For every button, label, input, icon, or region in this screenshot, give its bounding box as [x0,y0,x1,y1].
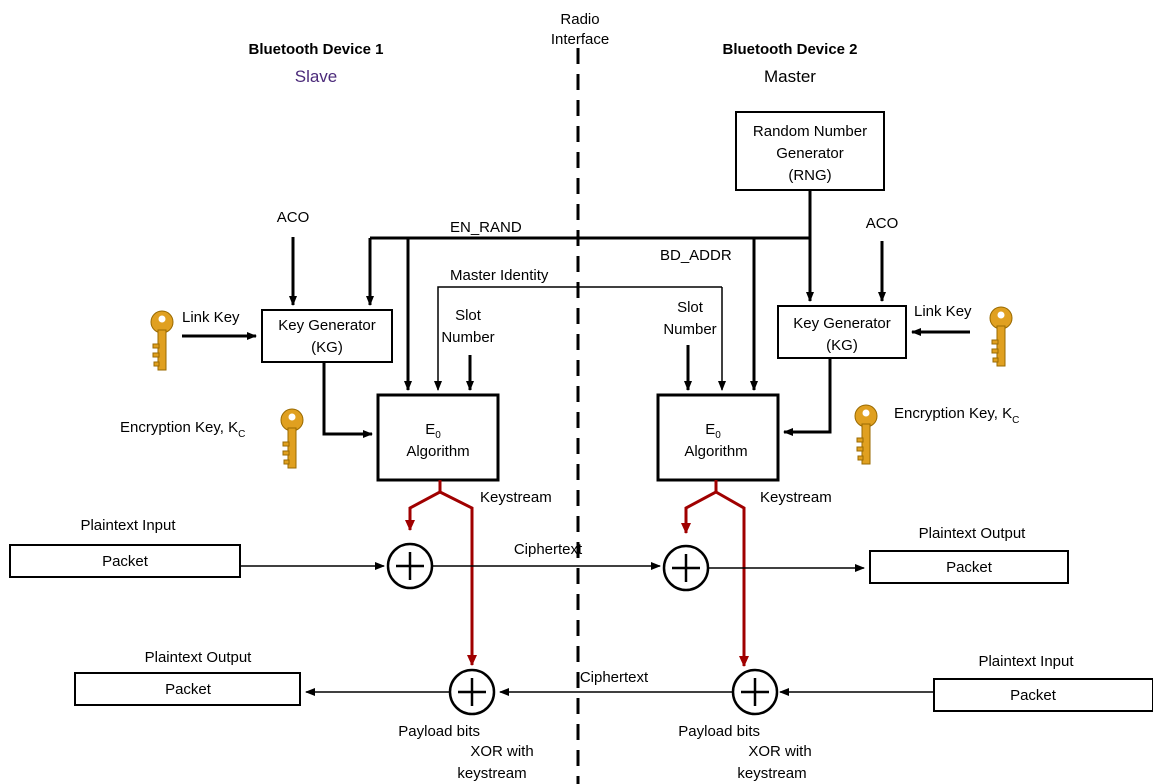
key-generator-1-label-2: (KG) [311,339,343,356]
key-generator-2-label-2: (KG) [826,337,858,354]
packet-box-1-in [9,544,241,578]
bd-addr-label: BD_ADDR [660,247,732,264]
device2-title: Bluetooth Device 2 [722,41,857,58]
payload-note-2b: XOR with [748,743,811,760]
key-generator-1-label: Key Generator [278,317,376,334]
encryption-key-label-2: Encryption Key, KC [894,405,1019,426]
slot-number-label-1: Slot [455,307,482,324]
e0-label-1: E0 [425,421,441,441]
plaintext-output-label-1: Plaintext Output [145,649,253,666]
slot-number-label-2: Slot [677,299,704,316]
packet-label-1-out: Packet [165,681,212,698]
en-rand-label: EN_RAND [450,219,522,236]
e0-label-2b: Algorithm [684,443,747,460]
rng-box [735,111,885,191]
aco-label-2: ACO [866,215,899,232]
packet-label-2-in: Packet [1010,687,1057,704]
xor-1-top [386,542,434,590]
e0-algorithm-2 [656,393,780,482]
rng-label-2: Generator [776,145,844,162]
key-generator-1 [261,309,393,363]
packet-box-2-in [933,678,1153,712]
keystream-path-1 [405,480,442,531]
link-key-label-1: Link Key [182,309,240,326]
keystream-label-2: Keystream [760,489,832,506]
kc-path-1 [322,362,373,438]
ciphertext-bottom-label: Ciphertext [580,669,649,686]
plaintext-output-label-2: Plaintext Output [919,525,1027,542]
key-generator-2-label: Key Generator [793,315,891,332]
payload-note-2c: keystream [737,765,806,782]
slot-number-label-1b: Number [441,329,494,346]
xor-2-bottom [731,668,779,716]
en-rand-bus [370,190,812,240]
keystream-label-1: Keystream [480,489,552,506]
key-generator-2 [777,305,907,359]
kc-path-2 [783,358,832,436]
plaintext-input-label-2: Plaintext Input [978,653,1074,670]
device2-role: Master [764,67,816,86]
link-key-icon-1 [150,310,174,371]
xor-2-top [662,544,710,592]
keystream-path-1b [439,490,477,666]
rng-label: Random Number [753,123,867,140]
keystream-path-2 [681,480,718,534]
plaintext-input-label-1: Plaintext Input [80,517,176,534]
packet-box-2-out [869,550,1069,584]
device1-role: Slave [295,67,338,86]
keystream-path-2b [715,490,749,667]
payload-note-2: Payload bits [678,723,760,740]
device1-title: Bluetooth Device 1 [248,41,383,58]
e0-label-2: E0 [705,421,721,441]
payload-note-1b: XOR with [470,743,533,760]
xor-1-bottom [448,668,496,716]
aco-label-1: ACO [277,209,310,226]
slot-number-label-2b: Number [663,321,716,338]
packet-label-2-out: Packet [946,559,993,576]
master-identity-label: Master Identity [450,267,549,284]
radio-interface-label-2: Interface [551,31,609,48]
ciphertext-top-label: Ciphertext [514,541,583,558]
payload-note-1: Payload bits [398,723,480,740]
payload-note-1c: keystream [457,765,526,782]
encryption-key-icon-2 [854,404,878,465]
packet-box-1-out [74,672,301,706]
packet-label-1-in: Packet [102,553,149,570]
e0-label-1b: Algorithm [406,443,469,460]
link-key-icon-2 [989,306,1013,367]
encryption-key-icon-1 [280,408,304,469]
rng-label-3: (RNG) [788,167,831,184]
master-identity-bus [434,286,722,391]
link-key-label-2: Link Key [914,303,972,320]
encryption-key-label-1: Encryption Key, KC [120,419,245,440]
e0-algorithm-1 [376,393,500,482]
radio-interface-label: Radio [560,11,599,28]
